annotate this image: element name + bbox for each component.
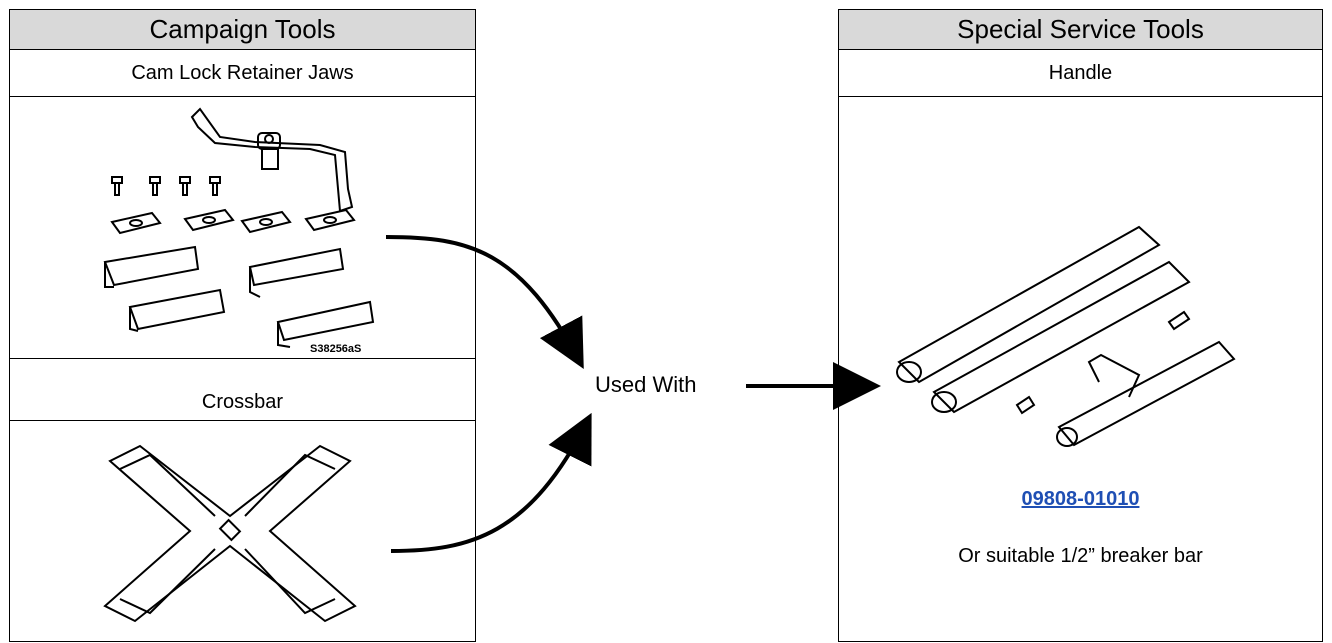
cam-lock-jaws-image-cell: S38256aS: [10, 97, 475, 359]
handle-image-cell: [839, 97, 1322, 643]
handle-label: Handle: [1048, 61, 1113, 84]
special-service-tools-table: Special Service Tools Handle 09808-01010…: [838, 9, 1323, 642]
special-service-tools-header: Special Service Tools: [839, 10, 1322, 50]
used-with-label: Used With: [595, 372, 697, 397]
crossbar-label-cell: Crossbar: [10, 359, 475, 421]
crossbar-illustration: [103, 444, 357, 623]
cam-lock-jaws-label-cell: Cam Lock Retainer Jaws: [10, 50, 475, 97]
cam-lock-jaws-illustration: S38256aS: [103, 107, 375, 355]
campaign-tools-header: Campaign Tools: [10, 10, 475, 50]
crossbar-image-cell: [10, 421, 475, 643]
crossbar-label: Crossbar: [201, 391, 284, 413]
part-number-link[interactable]: 09808-01010: [1021, 488, 1140, 510]
alternative-tool-note: Or suitable 1/2” breaker bar: [958, 545, 1203, 567]
handle-label-cell: Handle: [839, 50, 1322, 97]
cam-lock-jaws-label: Cam Lock Retainer Jaws: [131, 61, 354, 84]
special-service-tools-header-text: Special Service Tools: [957, 14, 1204, 44]
illustration-caption: S38256aS: [310, 343, 361, 355]
campaign-tools-table: Campaign Tools Cam Lock Retainer Jaws: [9, 9, 476, 642]
handle-illustration: [896, 225, 1236, 447]
campaign-tools-header-text: Campaign Tools: [149, 14, 336, 44]
